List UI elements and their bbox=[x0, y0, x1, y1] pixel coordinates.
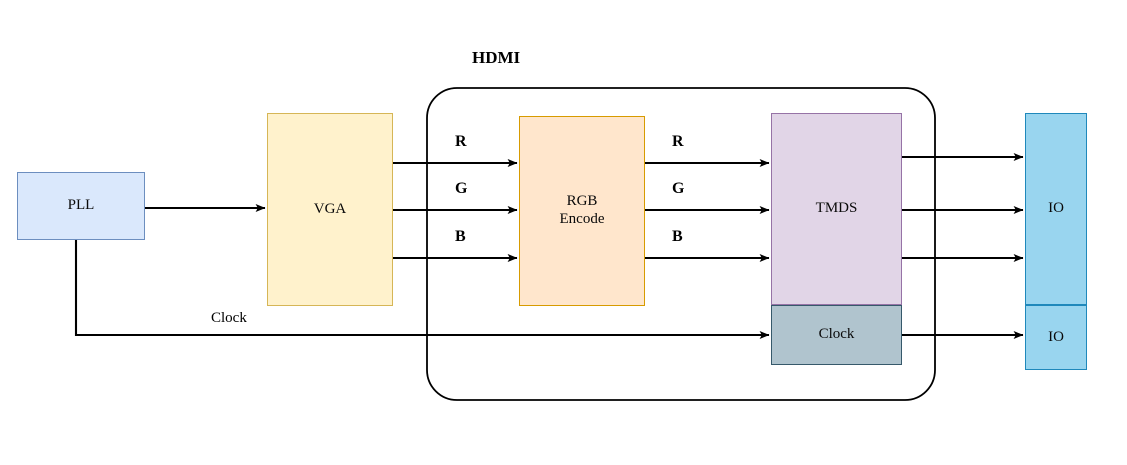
block-tmds[interactable]: TMDS bbox=[771, 113, 902, 305]
wire-pll-to-clock-bus bbox=[74, 240, 770, 339]
block-tmds-clock[interactable]: Clock bbox=[771, 305, 902, 365]
edge-label-b-out: B bbox=[672, 228, 683, 245]
hdmi-group-title: HDMI bbox=[472, 48, 521, 67]
edge-label-g-out: G bbox=[672, 180, 685, 197]
block-io-video-label: IO bbox=[1048, 200, 1064, 217]
block-io-clock-label: IO bbox=[1048, 328, 1064, 345]
edge-label-r-out: R bbox=[672, 133, 684, 150]
block-vga-label: VGA bbox=[313, 200, 347, 217]
block-rgb-encode-label-line1: RGB bbox=[566, 193, 598, 210]
block-pll[interactable]: PLL bbox=[17, 172, 145, 240]
block-pll-label: PLL bbox=[67, 197, 95, 214]
block-io-video[interactable]: IO bbox=[1025, 113, 1087, 305]
edge-label-b-in: B bbox=[455, 228, 466, 245]
hdmi-group-boundary bbox=[426, 87, 936, 401]
edge-label-clock: Clock bbox=[211, 310, 247, 326]
edge-label-g-in: G bbox=[455, 180, 468, 197]
block-tmds-clock-label: Clock bbox=[818, 326, 855, 343]
block-vga[interactable]: VGA bbox=[267, 113, 393, 306]
block-rgb-encode-label-line2: Encode bbox=[559, 211, 605, 227]
block-tmds-label: TMDS bbox=[815, 200, 858, 217]
block-io-clock[interactable]: IO bbox=[1025, 305, 1087, 370]
block-rgb-encode[interactable]: RGB Encode bbox=[519, 116, 645, 306]
edge-label-r-in: R bbox=[455, 133, 467, 150]
